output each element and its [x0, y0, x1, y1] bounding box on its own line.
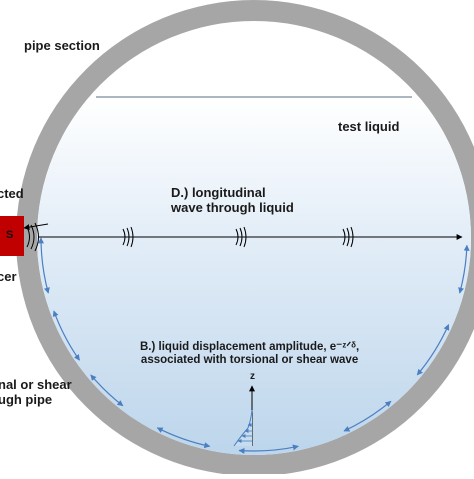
longitudinal-label-line2: wave through liquid — [171, 199, 294, 215]
torsional-wave-label: nal or shear ugh pipe — [0, 377, 72, 408]
double-headed-arrow-icon — [156, 427, 211, 449]
boundary-label-line1: B.) liquid displacement amplitude, e⁻ᶻᐟᵟ… — [140, 341, 360, 353]
double-headed-arrow-icon — [238, 444, 299, 454]
transducer-block — [0, 216, 24, 256]
longitudinal-label-line1: D.) longitudinal — [171, 185, 266, 200]
torsional-label-line1: nal or shear — [0, 377, 72, 392]
wave-arc-icon — [342, 226, 354, 248]
double-headed-arrow-icon — [38, 237, 50, 294]
transducer-letter: S — [6, 229, 14, 241]
boundary-layer-profile — [233, 385, 255, 447]
double-headed-arrow-icon — [52, 310, 80, 361]
pipe-section-label: pipe section — [24, 38, 100, 53]
cut-label-top: cted — [0, 186, 24, 201]
z-axis-label: z — [250, 371, 255, 382]
boundary-label-line2: associated with torsional or shear wave — [140, 354, 359, 367]
double-headed-arrow-icon — [343, 400, 392, 432]
boundary-layer-label: B.) liquid displacement amplitude, e⁻ᶻᐟᵟ… — [140, 341, 359, 367]
double-headed-arrow-icon — [416, 324, 450, 376]
test-liquid-label: test liquid — [338, 119, 400, 134]
wave-arc-icon — [122, 226, 134, 248]
double-headed-arrow-icon — [90, 374, 124, 407]
wave-arc-icon — [235, 226, 247, 248]
cut-label-bottom: cer — [0, 269, 17, 284]
double-headed-arrow-icon — [458, 244, 470, 294]
torsional-label-line2: ugh pipe — [0, 391, 53, 407]
wave-arc-icon — [26, 222, 39, 252]
torsional-wave-arrows — [38, 237, 470, 454]
longitudinal-wave-label: D.) longitudinal wave through liquid — [171, 185, 294, 216]
